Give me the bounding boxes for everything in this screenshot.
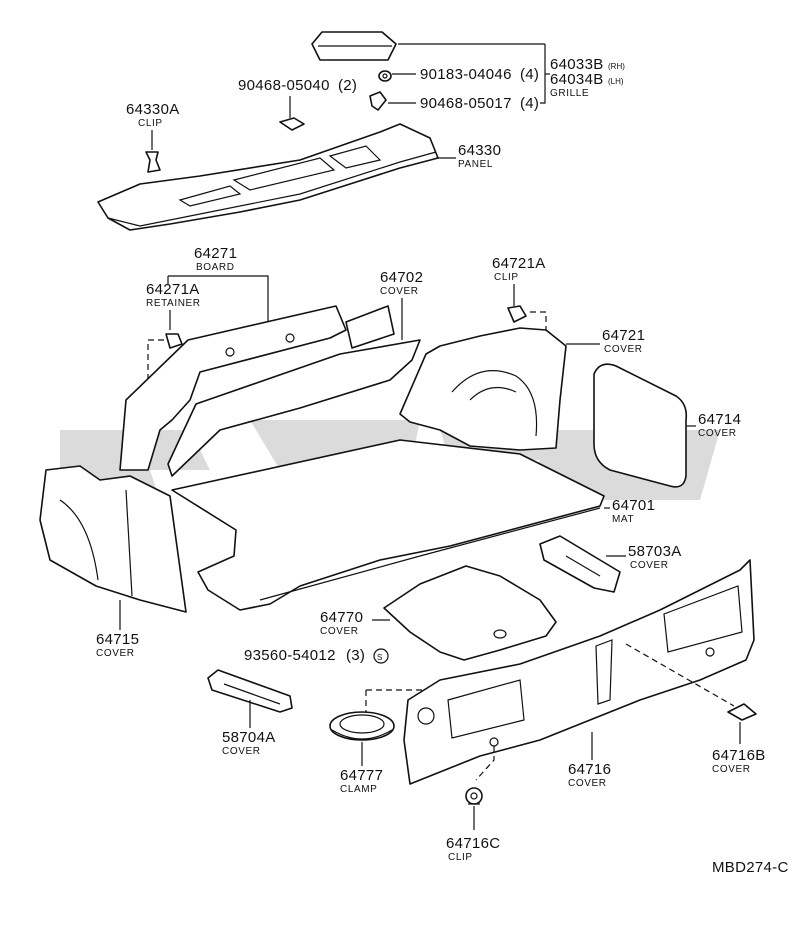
part-number: 64715: [96, 631, 139, 648]
part-name: BOARD: [196, 262, 235, 273]
part-number: 64716C: [446, 835, 500, 852]
part-number: 90468-05017: [420, 95, 512, 112]
label-64721A: 64721A CLIP: [492, 255, 546, 283]
cover-64770-part[interactable]: [383, 565, 557, 661]
part-number: 90468-05040: [238, 77, 330, 94]
part-name: COVER: [630, 560, 669, 571]
part-qty: (4): [520, 66, 539, 83]
label-90468-05040: 90468-05040 (2): [238, 77, 357, 94]
part-number: 64777: [340, 767, 383, 784]
cover-64721-part[interactable]: [399, 327, 567, 451]
part-name: PANEL: [458, 159, 493, 170]
part-qty: (4): [520, 95, 539, 112]
retainer-64271A-part[interactable]: [165, 333, 183, 349]
clip-90468-05017-part[interactable]: [369, 91, 387, 111]
part-side: (RH): [608, 62, 625, 71]
cover-64716-part[interactable]: [403, 559, 755, 785]
label-64721: 64721 COVER: [602, 327, 645, 355]
part-name: COVER: [604, 344, 643, 355]
part-number: 64721A: [492, 255, 546, 272]
label-58704A: 58704A COVER: [222, 729, 276, 757]
label-90468-05017: 90468-05017 (4): [420, 95, 539, 112]
cover-64715-part[interactable]: [39, 465, 187, 613]
part-number: 93560-54012: [244, 647, 336, 664]
nut-90183-part[interactable]: [378, 70, 392, 82]
label-64033B: 64033B (RH): [550, 56, 625, 73]
part-name: GRILLE: [550, 88, 589, 99]
washer-symbol: S: [373, 648, 389, 664]
mat-64701-part[interactable]: [171, 439, 605, 611]
label-64716B: 64716B COVER: [712, 747, 766, 775]
cover-64714-part[interactable]: [593, 363, 688, 488]
label-64715: 64715 COVER: [96, 631, 139, 659]
part-name: CLIP: [138, 118, 163, 129]
cover-64716B-part[interactable]: [727, 703, 757, 721]
part-number: 64702: [380, 269, 423, 286]
part-side: (LH): [608, 77, 624, 86]
part-number: 64330: [458, 142, 501, 159]
part-qty: (3): [346, 647, 365, 664]
label-64701: 64701 MAT: [612, 497, 655, 525]
part-name: COVER: [380, 286, 419, 297]
part-number: 64716B: [712, 747, 766, 764]
part-number: 64716: [568, 761, 611, 778]
label-64716C: 64716C CLIP: [446, 835, 500, 863]
clip-90468-05040-part[interactable]: [279, 117, 305, 131]
part-number: 64770: [320, 609, 363, 626]
part-name: COVER: [712, 764, 751, 775]
label-64330A: 64330A CLIP: [126, 101, 180, 129]
cover-64702-part[interactable]: [167, 305, 421, 477]
part-name: RETAINER: [146, 298, 201, 309]
label-64702: 64702 COVER: [380, 269, 423, 297]
part-number: 64701: [612, 497, 655, 514]
label-58703A: 58703A COVER: [628, 543, 682, 571]
grille-part[interactable]: [311, 31, 397, 61]
label-64777: 64777 CLAMP: [340, 767, 383, 795]
panel-64330-part[interactable]: [97, 123, 439, 231]
part-name: COVER: [222, 746, 261, 757]
label-64330: 64330 PANEL: [458, 142, 501, 170]
part-number: 64033B: [550, 56, 604, 73]
clamp-64777-part[interactable]: [329, 711, 395, 741]
cover-58704A-part[interactable]: [207, 669, 293, 713]
part-name: COVER: [96, 648, 135, 659]
clip-64716C-part[interactable]: [465, 787, 483, 805]
part-number: 64330A: [126, 101, 180, 118]
diagram-code: MBD274-C: [712, 859, 789, 876]
part-number: 64271A: [146, 281, 200, 298]
part-number: 64714: [698, 411, 741, 428]
label-64716: 64716 COVER: [568, 761, 611, 789]
part-name: CLIP: [494, 272, 519, 283]
part-name: COVER: [320, 626, 359, 637]
clip-64721A-part[interactable]: [507, 305, 527, 323]
part-name: COVER: [698, 428, 737, 439]
washer-symbol-text: S: [377, 653, 382, 662]
board-64271-part[interactable]: [119, 305, 347, 471]
label-93560-54012: 93560-54012 (3): [244, 647, 365, 664]
part-number: 64721: [602, 327, 645, 344]
part-number: 58704A: [222, 729, 276, 746]
part-qty: (2): [338, 77, 357, 94]
label-64770: 64770 COVER: [320, 609, 363, 637]
label-64714: 64714 COVER: [698, 411, 741, 439]
clip-64330A-part[interactable]: [145, 151, 161, 173]
cover-58703A-part[interactable]: [539, 535, 621, 593]
part-name: CLAMP: [340, 784, 377, 795]
part-number: 64271: [194, 245, 237, 262]
part-name: MAT: [612, 514, 634, 525]
part-number: 58703A: [628, 543, 682, 560]
part-number: 90183-04046: [420, 66, 512, 83]
label-90183-04046: 90183-04046 (4): [420, 66, 539, 83]
label-64271A: 64271A RETAINER: [146, 281, 201, 309]
label-64271: 64271 BOARD: [194, 245, 237, 273]
part-number: 64034B: [550, 71, 604, 88]
part-name: COVER: [568, 778, 607, 789]
part-name: CLIP: [448, 852, 473, 863]
label-64034B: 64034B (LH) GRILLE: [550, 71, 624, 99]
